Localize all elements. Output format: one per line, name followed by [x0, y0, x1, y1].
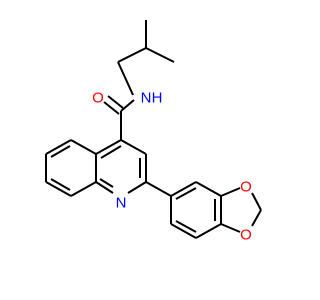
- bond: [107, 95, 124, 109]
- bond: [95, 181, 114, 194]
- bond: [145, 47, 175, 63]
- oxygen-atom-dioxole-upper: O: [240, 179, 252, 196]
- amide-group: [103, 61, 135, 140]
- bond: [220, 187, 241, 197]
- bond: [45, 181, 72, 197]
- bond: [117, 61, 134, 96]
- bond: [175, 187, 197, 200]
- bond: [145, 181, 172, 197]
- nitrogen-atom-quinoline: N: [116, 195, 127, 212]
- bond: [103, 101, 120, 115]
- bond: [117, 47, 147, 63]
- bond: [251, 192, 262, 211]
- bond: [95, 139, 122, 155]
- nitrogen-atom-amide: N: [141, 90, 152, 107]
- benzodioxole-ring: [170, 181, 262, 239]
- bond: [175, 220, 197, 233]
- bond: [170, 181, 197, 197]
- bond: [120, 139, 147, 155]
- bond: [195, 223, 222, 239]
- bond: [170, 223, 197, 239]
- quinoline-ring: [45, 139, 147, 197]
- bond: [100, 145, 122, 159]
- bond: [251, 209, 262, 227]
- bond: [70, 181, 97, 197]
- bond: [50, 145, 71, 158]
- bond: [99, 178, 114, 188]
- molecule-structure: O N H N O O: [45, 20, 262, 244]
- isopropyl-group: [117, 20, 175, 63]
- bond: [120, 99, 135, 112]
- oxygen-atom-carbonyl: O: [92, 90, 104, 107]
- bond: [195, 181, 222, 197]
- oxygen-atom-dioxole-lower: O: [240, 227, 252, 244]
- bond: [50, 178, 71, 191]
- bond: [45, 139, 72, 155]
- bond: [220, 223, 241, 233]
- bond: [127, 181, 147, 194]
- bond: [70, 139, 97, 155]
- hydrogen-atom-amide: H: [152, 90, 163, 107]
